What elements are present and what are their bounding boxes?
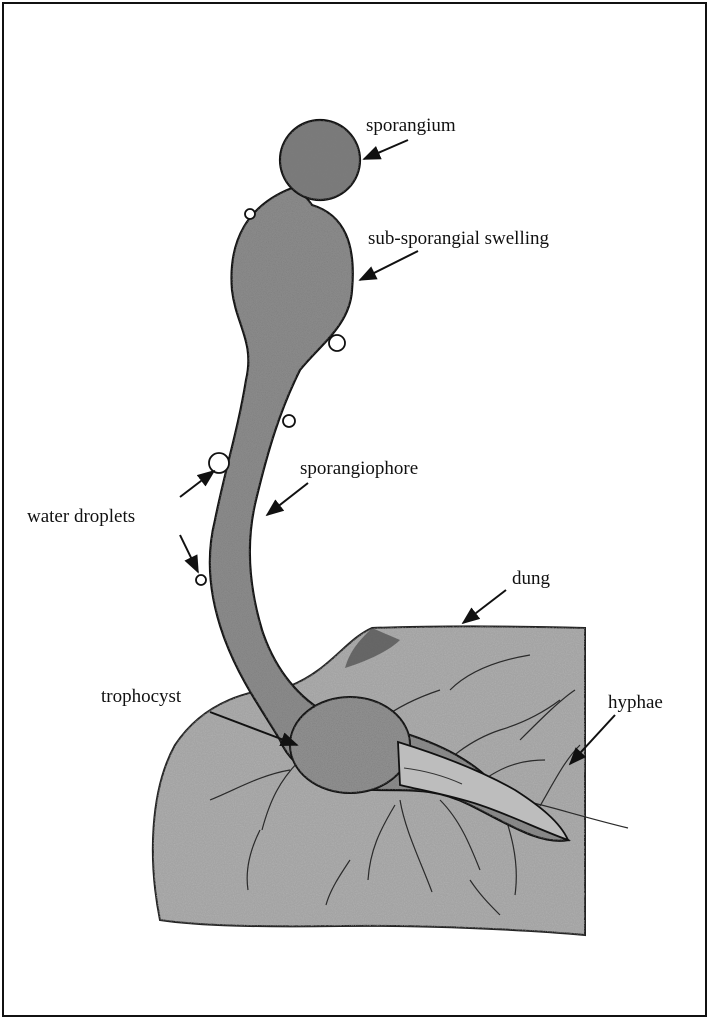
label-sporangiophore: sporangiophore (300, 458, 418, 479)
label-dung: dung (512, 568, 551, 589)
label-water-droplets: water droplets (27, 506, 135, 527)
arrow-sporangiophore (267, 483, 308, 515)
droplet (209, 453, 229, 473)
droplet (329, 335, 345, 351)
labels: sporangium sub-sporangial swelling spora… (27, 115, 663, 713)
label-trophocyst: trophocyst (101, 686, 182, 707)
arrow-dung (463, 590, 506, 623)
droplet (196, 575, 206, 585)
arrow-sub-sporangial-swelling (360, 251, 418, 280)
label-sporangium: sporangium (366, 115, 456, 136)
label-sub-sporangial-swelling: sub-sporangial swelling (368, 228, 550, 249)
arrow-water-droplet-lower (180, 535, 198, 572)
label-hyphae: hyphae (608, 692, 663, 713)
droplet (283, 415, 295, 427)
arrow-sporangium (364, 140, 408, 159)
arrow-water-droplet-upper (180, 471, 214, 497)
droplet (245, 209, 255, 219)
